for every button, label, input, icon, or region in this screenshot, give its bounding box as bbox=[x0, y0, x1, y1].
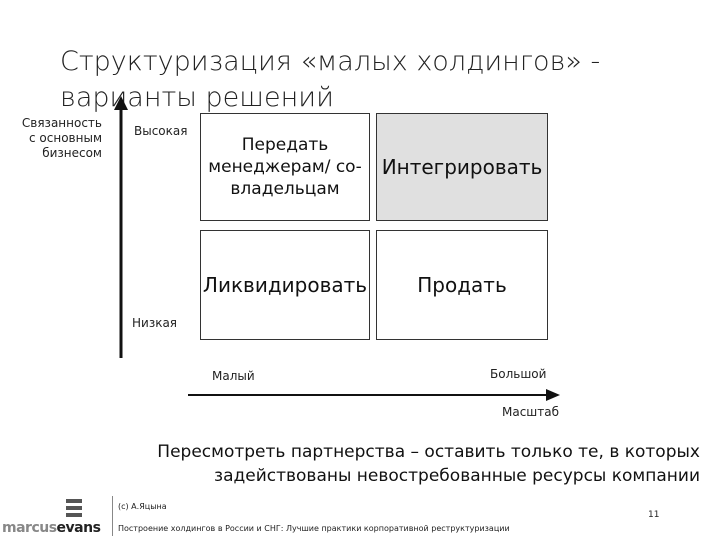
marcus-evans-logo-icon bbox=[66, 499, 82, 517]
marcus-evans-logo: marcusevans bbox=[2, 520, 101, 536]
recommendation-note: Пересмотреть партнерства – оставить толь… bbox=[157, 442, 700, 486]
matrix-cell-top-left-text: Передать менеджерам/ со-владельцам bbox=[208, 135, 362, 199]
x-axis-large-label: Большой bbox=[490, 367, 547, 381]
y-axis-high-label: Высокая bbox=[134, 124, 188, 138]
x-axis-small-label: Малый bbox=[212, 369, 255, 383]
slide-title: Структуризация «малых холдингов» - вариа… bbox=[60, 46, 601, 113]
y-axis-low-label: Низкая bbox=[132, 316, 178, 330]
matrix-cell-top-right-text: Интегрировать bbox=[381, 155, 543, 179]
matrix-cell-bottom-left-text: Ликвидировать bbox=[202, 273, 368, 297]
matrix-cell-bottom-right: Продать bbox=[376, 230, 548, 340]
y-axis-arrowhead bbox=[114, 96, 128, 110]
x-axis-label: Масштаб bbox=[502, 405, 560, 419]
logo-text-evans: evans bbox=[56, 520, 101, 536]
matrix-cell-bottom-right-text: Продать bbox=[417, 273, 507, 297]
matrix-cell-bottom-left: Ликвидировать bbox=[200, 230, 370, 340]
matrix-cell-top-right: Интегрировать bbox=[376, 113, 548, 221]
matrix-cell-top-left: Передать менеджерам/ со-владельцам bbox=[200, 113, 370, 221]
footer-caption: Построение холдингов в России и СНГ: Луч… bbox=[118, 524, 510, 533]
y-axis-label: Связанность с основным бизнесом bbox=[21, 116, 102, 160]
x-axis-arrowhead bbox=[546, 389, 560, 401]
logo-text-marcus: marcus bbox=[2, 520, 57, 536]
footer-copyright: (c) А.Яцына bbox=[118, 502, 167, 511]
footer-divider bbox=[112, 496, 113, 536]
page-number: 11 bbox=[648, 510, 660, 520]
